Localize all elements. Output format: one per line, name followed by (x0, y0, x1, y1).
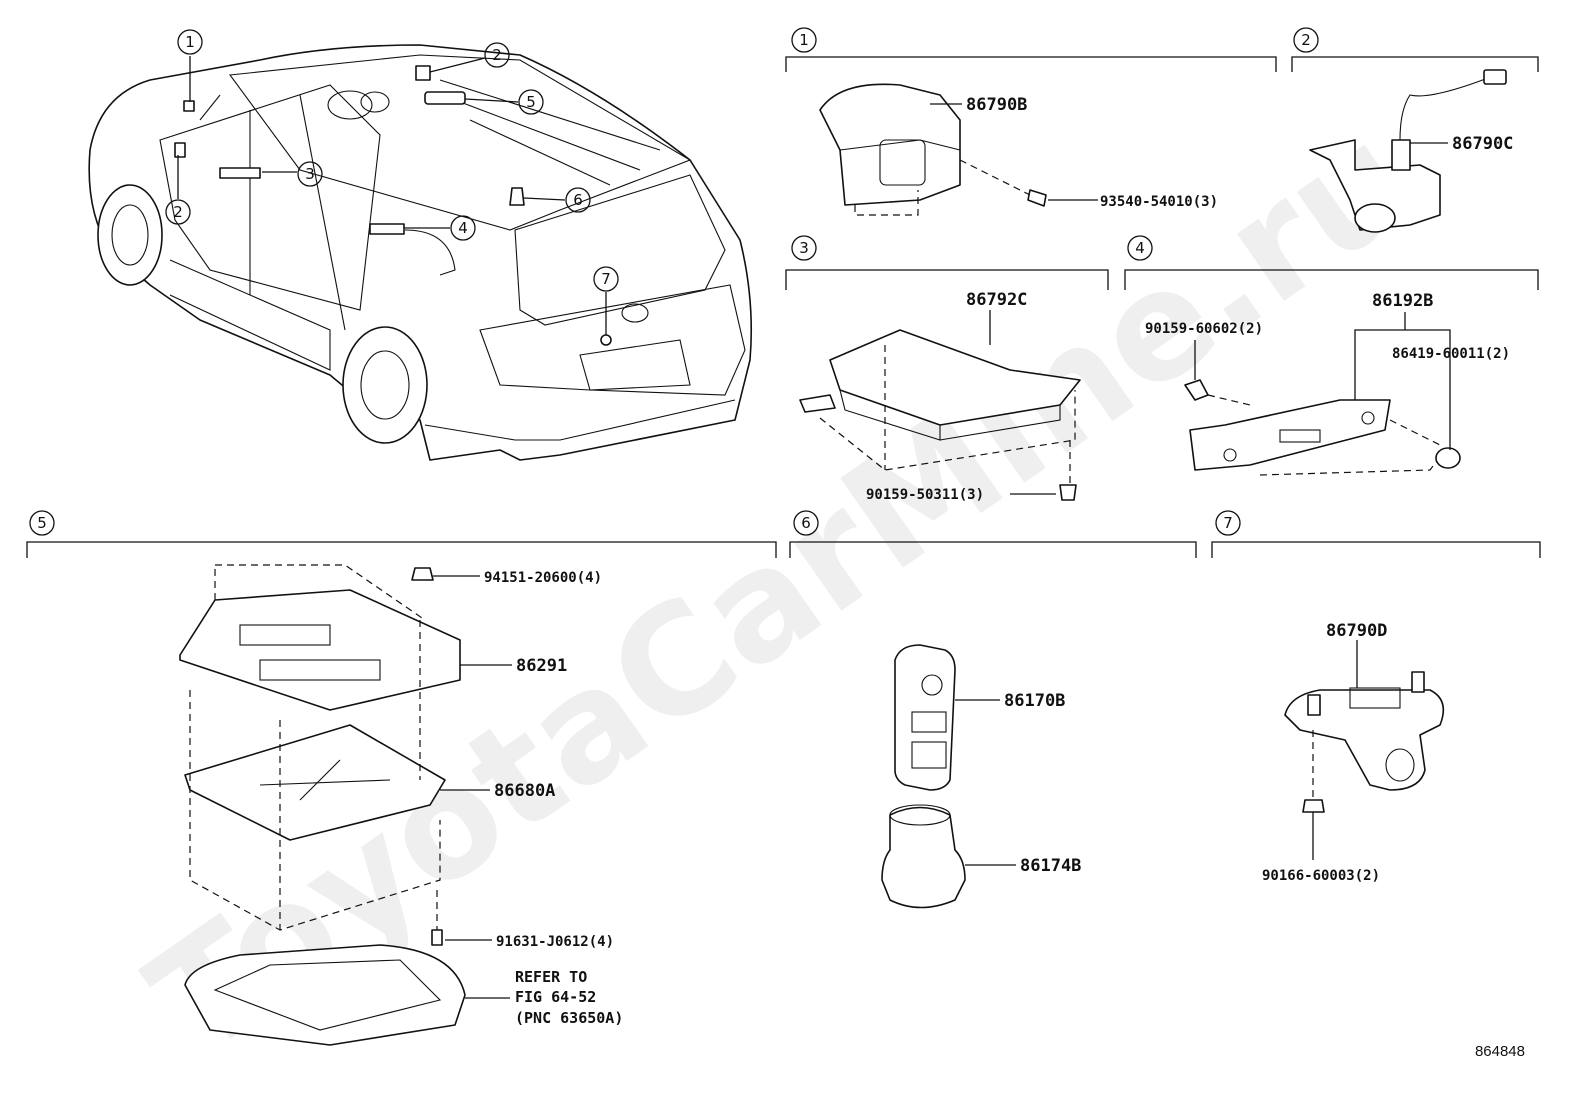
callout-7: 7 (601, 270, 611, 288)
camera-86790D (1284, 689, 1445, 791)
switch-86192B (1189, 399, 1391, 471)
group-4-number: 4 (1135, 239, 1145, 257)
refer-note-line-2: FIG 64-52 (515, 988, 596, 1006)
part-label-86790C: 86790C (1452, 134, 1513, 154)
group-2-number: 2 (1301, 31, 1311, 49)
part-label-86419-60011: 86419-60011(2) (1392, 346, 1510, 362)
callout-2-bottom: 2 (173, 203, 183, 221)
group-1-number: 1 (799, 31, 809, 49)
callout-5: 5 (526, 93, 536, 111)
part-label-86790B: 86790B (966, 95, 1027, 115)
part-label-91631-J0612: 91631-J0612(4) (496, 934, 614, 950)
vehicle-overview (88, 44, 753, 461)
callout-4: 4 (458, 219, 468, 237)
group-4: 4 86192B 90159-60602(2) 86419-60011(2) (1124, 235, 1539, 476)
callout-3: 3 (305, 165, 315, 183)
part-label-90159-50311: 90159-50311(3) (866, 487, 984, 503)
callout-1: 1 (185, 33, 195, 51)
part-label-86174B: 86174B (1020, 856, 1081, 876)
part-label-86291: 86291 (516, 656, 567, 676)
callout-2-top: 2 (492, 46, 502, 64)
console-trim (184, 944, 466, 1046)
part-label-86792C: 86792C (966, 290, 1027, 310)
overview-callouts: 1 2 3 4 5 6 7 2 (165, 29, 619, 335)
diagram-id: 864848 (1475, 1043, 1525, 1060)
group-5-number: 5 (37, 514, 47, 532)
group-5: 5 94151-20600(4) 86291 86680A 91631-J061… (26, 510, 777, 1046)
group-6-number: 6 (801, 514, 811, 532)
holder-86174B (881, 806, 966, 909)
bracket-86291 (179, 589, 461, 711)
group-3-number: 3 (799, 239, 809, 257)
group-6: 6 86170B 86174B (789, 510, 1197, 909)
remote-86170B (894, 644, 956, 791)
part-label-86790D: 86790D (1326, 621, 1387, 641)
group-7: 7 86790D 90166-60003(2) (1211, 510, 1541, 884)
part-label-86170B: 86170B (1004, 691, 1065, 711)
part-label-94151-20600: 94151-20600(4) (484, 570, 602, 586)
refer-note-line-1: REFER TO (515, 968, 587, 986)
group-7-number: 7 (1223, 514, 1233, 532)
group-1: 1 86790B 93540-54010(3) (785, 27, 1277, 216)
group-3: 3 86792C 90159-50311(3) (785, 235, 1109, 503)
part-label-86680A: 86680A (494, 781, 555, 801)
part-label-93540-54010: 93540-54010(3) (1100, 194, 1218, 210)
part-label-90159-60602: 90159-60602(2) (1145, 321, 1263, 337)
callout-6: 6 (573, 191, 583, 209)
camera-86790C (1309, 139, 1441, 231)
part-label-90166-60003: 90166-60003(2) (1262, 868, 1380, 884)
ecu-86792C (829, 329, 1081, 426)
part-label-86192B: 86192B (1372, 291, 1433, 311)
group-2: 2 86790C (1291, 27, 1539, 233)
refer-note-line-3: (PNC 63650A) (515, 1009, 623, 1027)
